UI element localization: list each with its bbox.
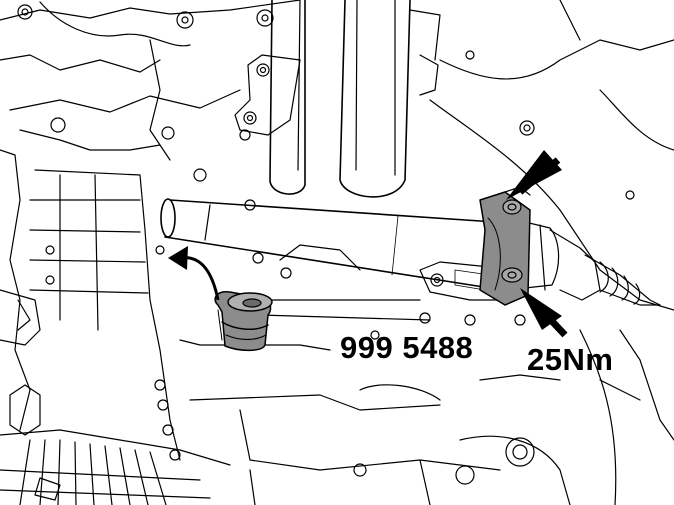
torque-arrow-lower [520, 288, 568, 338]
install-direction-arrow [168, 246, 220, 301]
torque-arrow-upper [506, 150, 562, 200]
bushing-part [214, 291, 273, 352]
radiator-fan-linework [0, 429, 231, 505]
exhaust-pipes [234, 0, 441, 198]
part-number-label: 999 5488 [340, 330, 474, 365]
drive-shaft [160, 198, 661, 306]
torque-value-label: 25Nm [527, 342, 614, 377]
bearing-bracket [419, 186, 531, 306]
